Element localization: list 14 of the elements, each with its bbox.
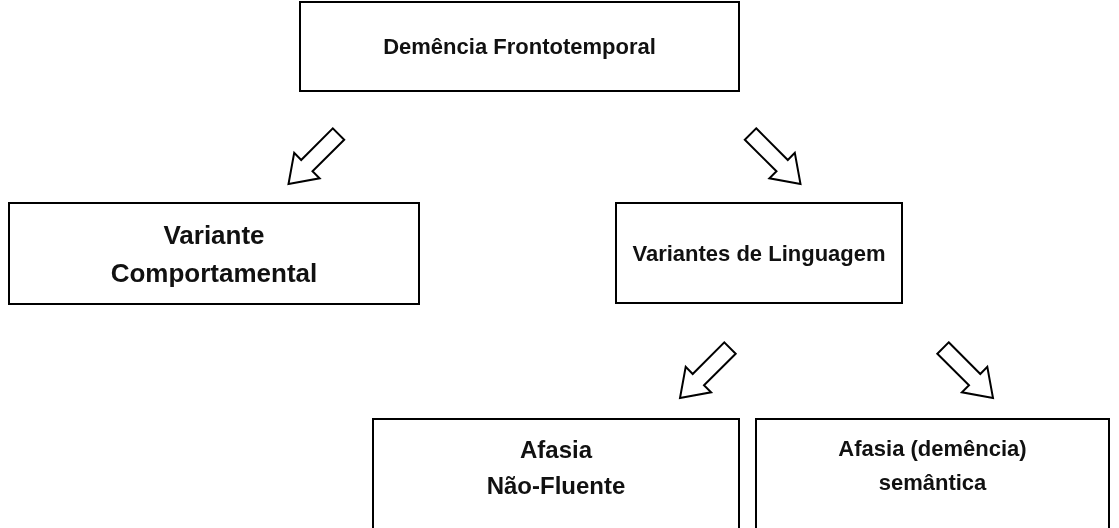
- text-box: [755, 418, 1110, 528]
- block-arrow: [743, 126, 802, 186]
- box-label: Variante Comportamental: [109, 218, 319, 290]
- box-label: Afasia Não-Fluente: [485, 435, 627, 501]
- block-arrow: [678, 340, 738, 400]
- box-label: Demência Frontotemporal: [383, 33, 656, 61]
- text-box: [8, 202, 420, 305]
- text-box: [372, 418, 740, 528]
- block-arrow: [287, 126, 346, 186]
- box-label: Afasia (demência) semântica: [837, 435, 1028, 497]
- block-arrow: [935, 340, 995, 400]
- text-box: [615, 202, 903, 304]
- text-box: [299, 1, 740, 92]
- box-label: Variantes de Linguagem: [632, 239, 886, 268]
